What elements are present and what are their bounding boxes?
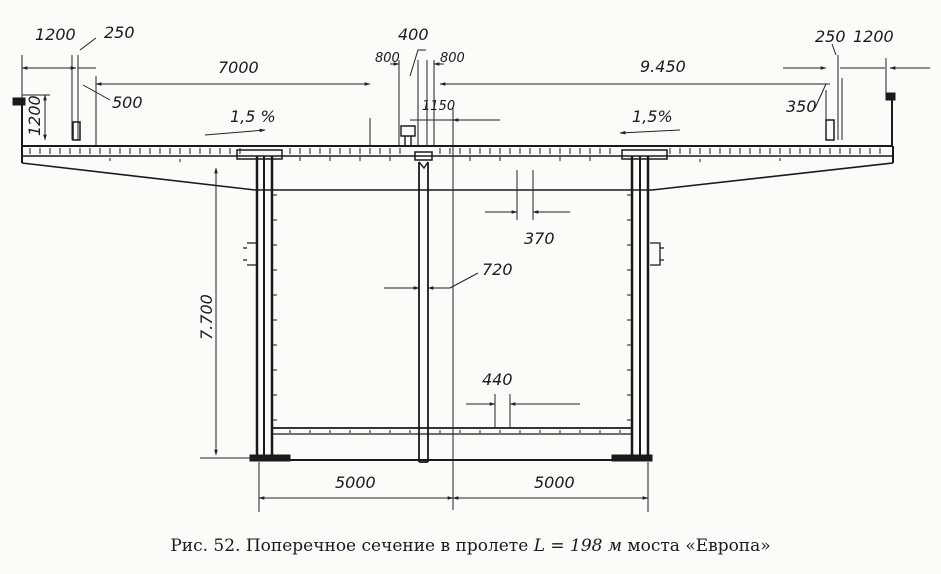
dim-1200-vertical: 1200 — [25, 95, 44, 136]
figure-caption: Рис. 52. Поперечное сечение в пролете L … — [0, 536, 941, 556]
dim-250-right: 250 — [815, 27, 846, 46]
caption-prefix: Рис. 52. Поперечное сечение в пролете — [170, 536, 529, 556]
dim-1200-left: 1200 — [35, 25, 76, 44]
central-girder — [400, 125, 433, 463]
dim-500: 500 — [112, 93, 143, 112]
dim-800-left: 800 — [375, 51, 400, 66]
dim-250-left: 250 — [104, 23, 135, 42]
left-web — [236, 149, 291, 462]
caption-formula: L = 198 м — [533, 536, 622, 556]
dim-800-right: 800 — [440, 51, 465, 66]
left-parapet — [12, 97, 81, 146]
dim-1200-right: 1200 — [853, 27, 894, 46]
dim-9450: 9.450 — [640, 57, 686, 76]
dim-370: 370 — [524, 229, 555, 248]
bottom-flange — [256, 427, 652, 461]
dim-7700: 7.700 — [197, 294, 216, 340]
caption-suffix: моста «Европа» — [627, 536, 771, 556]
slope-left-label: 1,5 % — [230, 107, 276, 126]
right-web — [611, 149, 668, 462]
dim-720: 720 — [482, 260, 513, 279]
dim-5000-right: 5000 — [534, 473, 575, 492]
right-parapet — [825, 92, 896, 146]
slope-right-label: 1,5% — [632, 107, 673, 126]
dim-350: 350 — [786, 97, 817, 116]
deck-slab — [21, 145, 894, 191]
dim-7000: 7000 — [218, 58, 259, 77]
dim-1150: 1150 — [422, 99, 455, 114]
dim-440: 440 — [482, 370, 513, 389]
web-brackets — [243, 242, 664, 266]
dim-5000-left: 5000 — [335, 473, 376, 492]
web-stiffener-ticks — [272, 194, 632, 421]
dim-400: 400 — [398, 25, 429, 44]
dimension-lines — [21, 37, 930, 512]
